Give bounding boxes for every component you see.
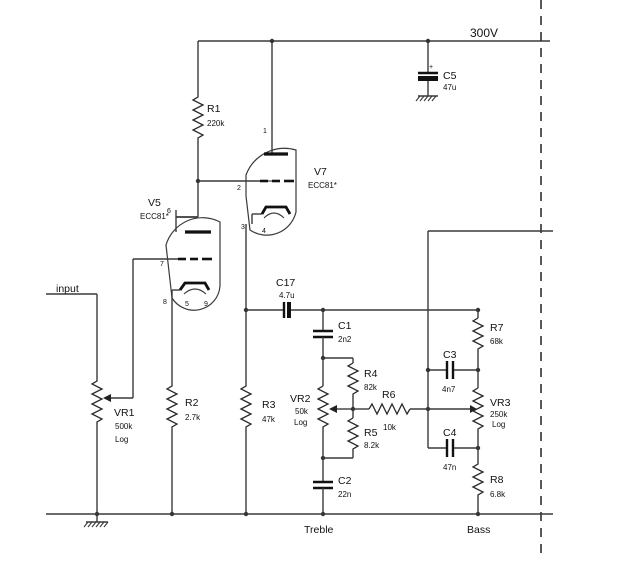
v5-pin-heater-b: 9 xyxy=(204,301,208,308)
v7-ref: V7 xyxy=(314,166,327,178)
resistor-r3: R3 47k xyxy=(239,382,276,517)
c5-polarity: + xyxy=(429,64,433,71)
r6-ref: R6 xyxy=(382,389,396,401)
r5-ref: R5 xyxy=(364,427,378,439)
v7-pin-heater: 4 xyxy=(262,228,266,235)
r2-value: 2.7k xyxy=(185,413,201,422)
r7-ref: R7 xyxy=(490,322,504,334)
resistor-r8: R8 6.8k xyxy=(471,460,506,517)
r4-ref: R4 xyxy=(364,368,378,380)
potentiometer-vr2: VR2 50k Log xyxy=(290,358,353,482)
v5-pin-cathode: 8 xyxy=(163,299,167,306)
valve-v5: 6 7 8 5 9 V5 ECC81* xyxy=(140,197,221,311)
v5-type: ECC81* xyxy=(140,212,169,221)
vr1-taper: Log xyxy=(115,435,128,444)
output-feed xyxy=(427,230,553,409)
capacitor-c17: C17 4.7u xyxy=(246,277,478,318)
resistor-r6: R6 10k xyxy=(353,389,477,432)
c4-ref: C4 xyxy=(443,427,457,439)
vr2-ref: VR2 xyxy=(290,393,311,405)
r3-ref: R3 xyxy=(262,399,276,411)
r4-value: 82k xyxy=(364,383,378,392)
capacitor-c3: C3 4n7 xyxy=(425,349,478,394)
r8-ref: R8 xyxy=(490,474,504,486)
r7-value: 68k xyxy=(490,337,504,346)
v5-pin-plate: 6 xyxy=(167,208,171,215)
v7-type: ECC81* xyxy=(308,181,337,190)
c1-value: 2n2 xyxy=(338,335,352,344)
bass-caption: Bass xyxy=(467,524,490,536)
resistor-r2: R2 2.7k xyxy=(165,382,201,517)
supply-rail: 300V xyxy=(197,26,550,128)
input-section: input xyxy=(46,283,98,377)
v5-pin-heater-a: 5 xyxy=(185,301,189,308)
r1-value: 220k xyxy=(207,119,225,128)
capacitor-c2: C2 22n xyxy=(313,475,352,517)
r6-value: 10k xyxy=(383,423,397,432)
v7-pin-cathode: 3 xyxy=(241,224,245,231)
capacitor-c5: + C5 47u xyxy=(415,41,457,102)
r5-value: 8.2k xyxy=(364,441,380,450)
c5-ref: C5 xyxy=(443,70,457,82)
ground-rail xyxy=(46,513,553,528)
vr1-ref: VR1 xyxy=(114,407,135,419)
vr3-ref: VR3 xyxy=(490,397,511,409)
valve-v7: 1 2 3 4 V7 ECC81* xyxy=(237,128,337,236)
capacitor-c1: C1 2n2 xyxy=(313,310,352,358)
v5-ref: V5 xyxy=(148,197,161,209)
supply-voltage-label: 300V xyxy=(470,26,498,40)
vr3-value: 250k xyxy=(490,410,508,419)
resistor-r5: R5 8.2k xyxy=(346,409,380,458)
r8-value: 6.8k xyxy=(490,490,506,499)
capacitor-c4: C4 47n xyxy=(427,409,478,472)
r3-value: 47k xyxy=(262,415,276,424)
potentiometer-vr3: VR3 250k Log xyxy=(471,387,511,460)
c4-value: 47n xyxy=(443,463,456,472)
c2-ref: C2 xyxy=(338,475,352,487)
r2-ref: R2 xyxy=(185,397,199,409)
resistor-r4: R4 82k xyxy=(346,358,378,412)
c3-ref: C3 xyxy=(443,349,457,361)
c3-value: 4n7 xyxy=(442,385,456,394)
vr2-value: 50k xyxy=(295,407,309,416)
c1-ref: C1 xyxy=(338,320,352,332)
v7-pin-plate: 1 xyxy=(263,128,267,135)
input-label: input xyxy=(56,283,79,295)
vr2-taper: Log xyxy=(294,418,307,427)
c2-value: 22n xyxy=(338,490,351,499)
c17-value: 4.7u xyxy=(279,291,295,300)
v7-pin-grid: 2 xyxy=(237,185,241,192)
potentiometer-vr1: VR1 500k Log xyxy=(90,377,135,517)
v5-pin-grid: 7 xyxy=(160,261,164,268)
resistor-r7: R7 68k xyxy=(471,307,504,388)
vr1-value: 500k xyxy=(115,422,133,431)
r1-ref: R1 xyxy=(207,103,221,115)
c17-ref: C17 xyxy=(276,277,295,289)
vr3-taper: Log xyxy=(492,420,505,429)
resistor-r1: R1 220k xyxy=(191,92,225,217)
treble-caption: Treble xyxy=(304,524,334,536)
c5-value: 47u xyxy=(443,83,456,92)
